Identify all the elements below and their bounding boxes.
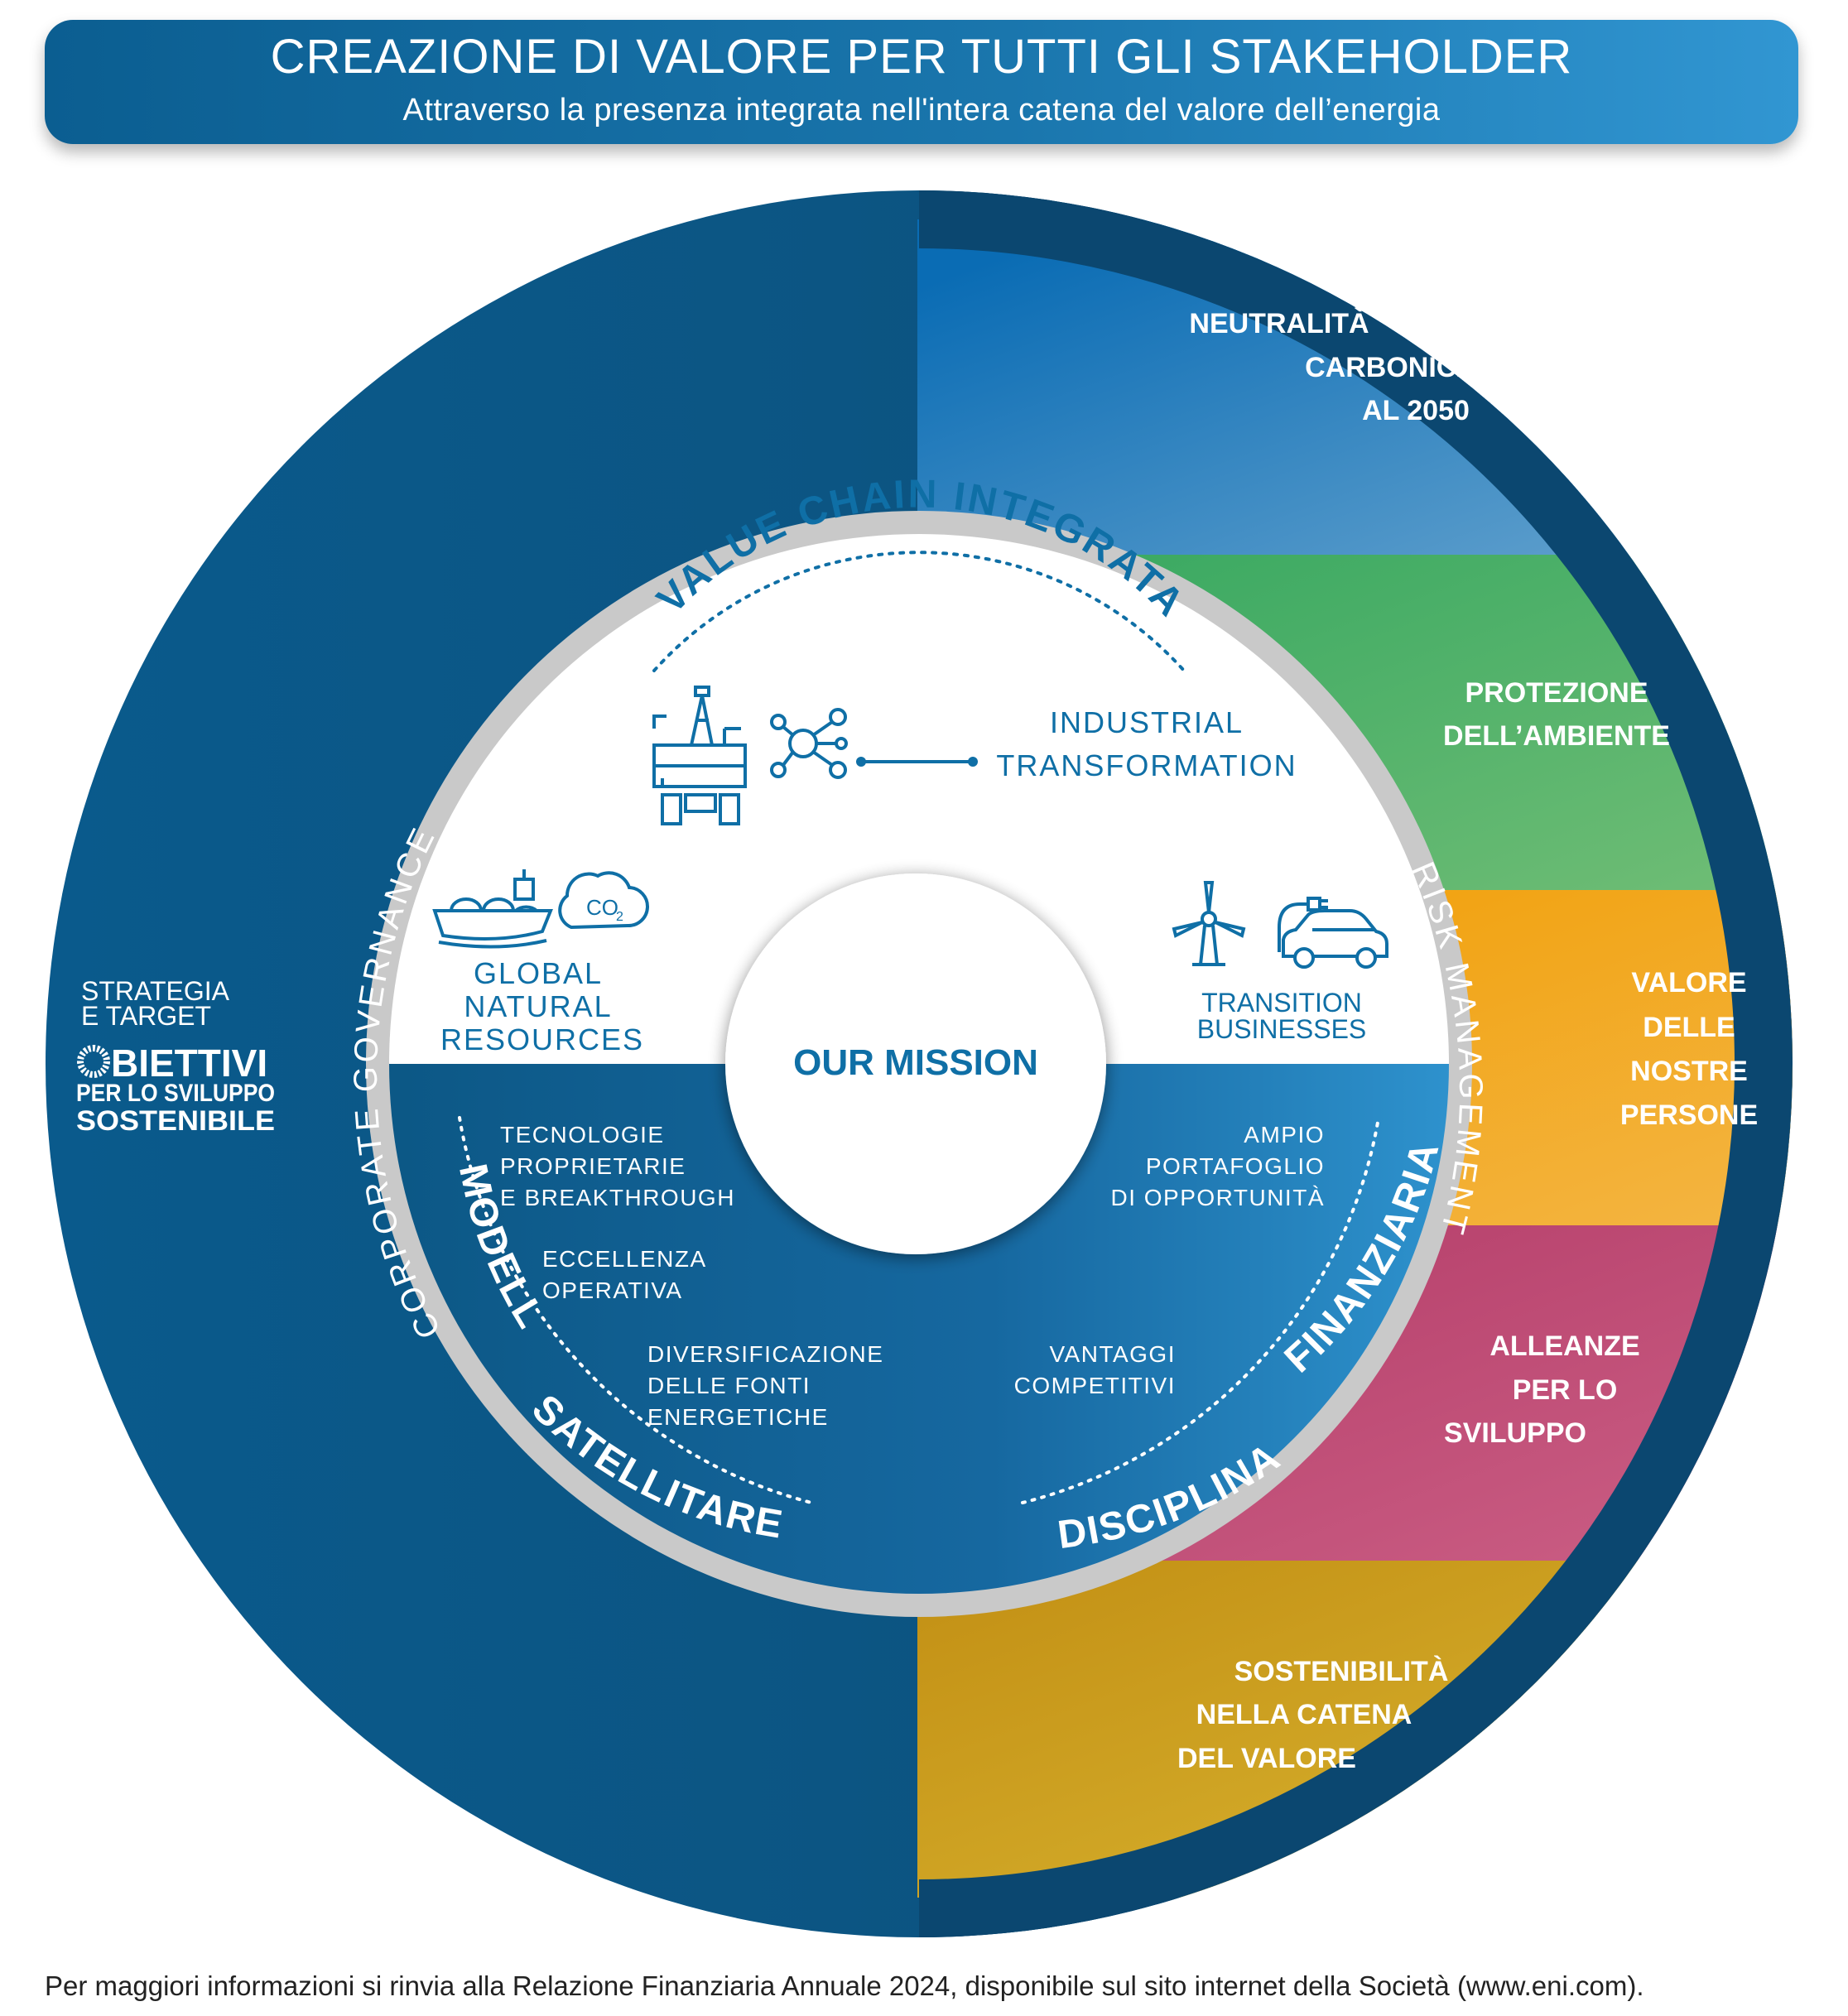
- sdg-sostenibile-label: SOSTENIBILE: [76, 1105, 275, 1137]
- segment-2-label-line-1: DELLE: [1643, 1012, 1735, 1043]
- footer-note: Per maggiori informazioni si rinvia alla…: [45, 1970, 1644, 2001]
- header-subtitle: Attraverso la presenza integrata nell'in…: [402, 93, 1441, 128]
- transformation-label: TRANSFORMATION: [996, 748, 1297, 782]
- segment-3-label-line-1: PER LO: [1513, 1374, 1618, 1406]
- connector-dot-left: [856, 757, 866, 767]
- electric-car-icon: [1278, 897, 1388, 969]
- segment-3-label-line-0: ALLEANZE: [1489, 1330, 1639, 1362]
- global-label: GLOBAL: [474, 956, 603, 990]
- oil-rig-icon: [652, 686, 747, 825]
- e-target-label: E TARGET: [81, 1001, 211, 1031]
- value-chain-dotted-arc: [652, 551, 1186, 672]
- left-items-1-line-1: OPERATIVA: [542, 1277, 683, 1303]
- segment-0-label-line-0: NEUTRALITÀ: [1189, 308, 1369, 339]
- sdg-wheel-icon: [77, 1045, 110, 1078]
- right-items-1-line-0: VANTAGGI: [1049, 1341, 1176, 1367]
- right-items: AMPIO PORTAFOGLIO DI OPPORTUNITÀ VANTAGGI CO…: [1014, 1122, 1325, 1398]
- co2-subscript: 2: [616, 910, 623, 924]
- left-items-2-line-0: DIVERSIFICAZIONE: [647, 1341, 883, 1367]
- segment-2-label-line-2: NOSTRE: [1630, 1056, 1748, 1087]
- segment-4-label-line-2: DEL VALORE: [1177, 1743, 1356, 1774]
- right-items-0-line-1: PORTAFOGLIO: [1146, 1153, 1325, 1179]
- left-items-0-line-1: PROPRIETARIE: [500, 1153, 686, 1179]
- header-banner: CREAZIONE DI VALORE PER TUTTI GLI STAKEH…: [45, 20, 1798, 144]
- segment-4-label-line-0: SOSTENIBILITÀ: [1234, 1656, 1449, 1687]
- connector-dot-right: [968, 757, 978, 767]
- strategia-label: STRATEGIA: [81, 976, 230, 1006]
- transition-label: TRANSITION: [1201, 988, 1362, 1018]
- co2-text: CO: [586, 895, 618, 920]
- header-title: CREAZIONE DI VALORE PER TUTTI GLI STAKEH…: [270, 30, 1573, 84]
- segment-3-label-line-2: SVILUPPO: [1444, 1417, 1586, 1449]
- right-dotted-arc: [1021, 1116, 1380, 1504]
- co2-cloud-icon: CO 2: [558, 871, 650, 930]
- left-items-0-line-0: TECNOLOGIE: [500, 1122, 665, 1148]
- segment-1-label-line-0: PROTEZIONE: [1465, 677, 1648, 709]
- resources-label: RESOURCES: [440, 1022, 644, 1056]
- segment-0-label-line-1: CARBONICA: [1305, 352, 1477, 383]
- mission-circle: [725, 873, 1106, 1254]
- segment-1-label-line-1: DELL’AMBIENTE: [1443, 720, 1670, 752]
- segment-0-label-line-2: AL 2050: [1362, 395, 1470, 426]
- natural-label: NATURAL: [464, 989, 612, 1023]
- sdg-obiettivi-label: BIETTIVI: [111, 1042, 267, 1085]
- outer-rim-band: [919, 190, 1793, 1937]
- segment-2-label-line-3: PERSONE: [1620, 1099, 1758, 1131]
- left-items: TECNOLOGIE PROPRIETARIE E BREAKTHROUGH ECCE…: [500, 1122, 883, 1430]
- segment-4-label-line-1: NELLA CATENA: [1196, 1699, 1412, 1730]
- businesses-label: BUSINESSES: [1197, 1014, 1367, 1044]
- lng-ship-icon: [432, 869, 553, 949]
- right-items-0-line-2: DI OPPORTUNITÀ: [1110, 1185, 1325, 1210]
- network-icon: [770, 708, 848, 779]
- left-items-2-line-1: DELLE FONTI: [647, 1373, 811, 1398]
- industrial-label: INDUSTRIAL: [1050, 705, 1244, 739]
- sdg-sviluppo-label: PER LO SVILUPPO: [76, 1080, 275, 1107]
- right-items-1-line-1: COMPETITIVI: [1014, 1373, 1176, 1398]
- left-items-1-line-0: ECCELLENZA: [542, 1246, 707, 1272]
- segment-2-label-line-0: VALORE: [1631, 967, 1746, 998]
- left-items-2-line-2: ENERGETICHE: [647, 1404, 829, 1430]
- left-items-0-line-2: E BREAKTHROUGH: [500, 1185, 735, 1210]
- right-items-0-line-0: AMPIO: [1244, 1122, 1325, 1148]
- our-mission-label: OUR MISSION: [793, 1042, 1038, 1083]
- wind-turbine-icon: [1172, 881, 1246, 966]
- left-dotted-arc: [458, 1116, 813, 1504]
